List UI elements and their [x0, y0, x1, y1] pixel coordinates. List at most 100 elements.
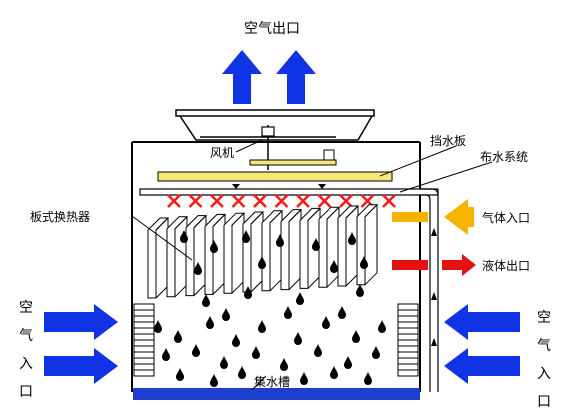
- air-inlet-arrow-icon: [44, 348, 118, 384]
- plate-edge: [155, 285, 169, 299]
- plate-edge: [231, 212, 245, 226]
- water-drop-icon: [174, 330, 182, 343]
- water-drop-icon: [192, 344, 200, 357]
- heat-exchanger-plate: [242, 211, 265, 293]
- air-outlet-arrows: [222, 50, 316, 104]
- heat-exchanger-plate: [337, 205, 360, 287]
- air-inlet-arrow-icon: [44, 304, 118, 340]
- water-drop-icon: [176, 368, 184, 381]
- fan: [200, 125, 337, 170]
- gas-inlet-pipe: [392, 212, 428, 222]
- water-drop-icon: [372, 346, 380, 359]
- x-mark-icon: [210, 194, 224, 208]
- air-inlet-right-label: 空 气 入 口: [537, 310, 551, 410]
- plate-edge: [231, 280, 245, 294]
- air-outlet-arrow-icon: [222, 50, 262, 104]
- water-drop-icon: [344, 356, 352, 369]
- x-mark-icon: [231, 194, 246, 208]
- plate-edge: [250, 279, 264, 293]
- x-mark-icon: [167, 194, 181, 208]
- water-baffle-label: 挡水板: [430, 134, 467, 148]
- air-outlet-label: 空气出口: [244, 21, 300, 37]
- water-drop-icon: [232, 334, 240, 347]
- plate-edge: [212, 282, 226, 295]
- x-mark-icon: [188, 194, 203, 208]
- water-drop-icon: [352, 330, 360, 343]
- plate-edge: [250, 211, 264, 225]
- plate-edge: [326, 274, 340, 288]
- heat-exchanger-plate: [318, 206, 341, 288]
- plate-edge: [174, 284, 188, 298]
- diagram-canvas: [44, 50, 520, 400]
- leader-lines: [131, 139, 493, 391]
- plate-edge: [307, 276, 321, 289]
- air-inlet-arrow-icon: [444, 348, 520, 384]
- heat-exchanger-plate: [204, 213, 227, 295]
- gas-inlet-arrow-icon: [444, 199, 474, 235]
- water-drop-icon: [202, 294, 210, 307]
- collection-basin-label: 集水槽: [254, 375, 291, 389]
- air-inlet-louvers: [133, 303, 419, 377]
- plate-edge: [155, 217, 169, 231]
- heat-exchanger-plate: [166, 216, 189, 298]
- water-drop-icon: [314, 344, 322, 357]
- gas-liquid-arrows: [392, 199, 476, 276]
- water-drop-icon: [330, 260, 338, 273]
- heat-exchanger-plate: [185, 215, 208, 297]
- water-drop-icon: [330, 366, 338, 379]
- water-drop-icon: [206, 316, 214, 329]
- gas-inlet-label: 气体入口: [482, 211, 531, 225]
- air-outlet-arrow-icon: [276, 50, 316, 104]
- plate-edge: [288, 209, 302, 222]
- plate-edge: [364, 272, 378, 286]
- spray-nozzles: [167, 194, 396, 208]
- water-drop-icon: [284, 306, 292, 319]
- heat-exchanger-plate: [356, 204, 379, 286]
- x-mark-icon: [274, 194, 289, 208]
- plate-edge: [364, 204, 378, 218]
- x-mark-icon: [253, 194, 267, 208]
- water-drop-icon: [280, 358, 288, 371]
- x-mark-icon: [317, 194, 332, 208]
- plate-edge: [288, 277, 302, 290]
- liquid-outlet-pipe: [392, 260, 428, 270]
- water-drop-icon: [194, 262, 202, 275]
- water-baffle-board: [157, 171, 393, 182]
- water-drop-icon: [252, 346, 260, 359]
- air-inlet-arrows: [44, 304, 520, 384]
- water-drop-icon: [210, 374, 218, 387]
- plate-edge: [345, 205, 359, 219]
- plate-edge: [193, 283, 207, 296]
- fan-label: 风机: [210, 146, 235, 160]
- x-mark-icon: [382, 194, 396, 208]
- liquid-outlet-label: 液体出口: [482, 259, 531, 273]
- plate-edge: [269, 210, 283, 224]
- water-drop-icon: [258, 320, 266, 333]
- x-mark-icon: [296, 194, 310, 208]
- water-drop-icon: [220, 356, 228, 369]
- water-drop-icon: [378, 320, 386, 333]
- x-mark-icon: [339, 194, 353, 208]
- water-drop-icon: [338, 306, 346, 319]
- water-distribution-pipe: [139, 184, 439, 392]
- water-drop-icon: [296, 292, 304, 305]
- water-drop-icon: [294, 332, 302, 345]
- fan-housing: [175, 109, 375, 141]
- heat-exchanger-plate: [280, 209, 303, 291]
- air-inlet-left-label: 空 气 入 口: [19, 300, 33, 400]
- water-drop-icon: [154, 320, 162, 333]
- evaporative-condenser-diagram: 空气出口 风机 挡水板 布水系统 板式换热器 气体入口 液体出口 集水槽 空 气…: [19, 21, 551, 410]
- water-drop-icon: [222, 308, 230, 321]
- collection-basin: [133, 388, 420, 400]
- plate-edge: [174, 216, 188, 230]
- plate-edge: [212, 214, 226, 227]
- water-drop-icon: [322, 316, 330, 329]
- water-distribution-label: 布水系统: [480, 150, 529, 164]
- water-drop-icon: [348, 232, 356, 245]
- plate-edge: [345, 273, 359, 287]
- water-drop-icon: [300, 372, 308, 385]
- water-drop-icon: [364, 372, 372, 385]
- plate-heat-exchanger: [147, 204, 379, 299]
- plate-edge: [193, 215, 207, 228]
- water-drop-icon: [238, 366, 246, 379]
